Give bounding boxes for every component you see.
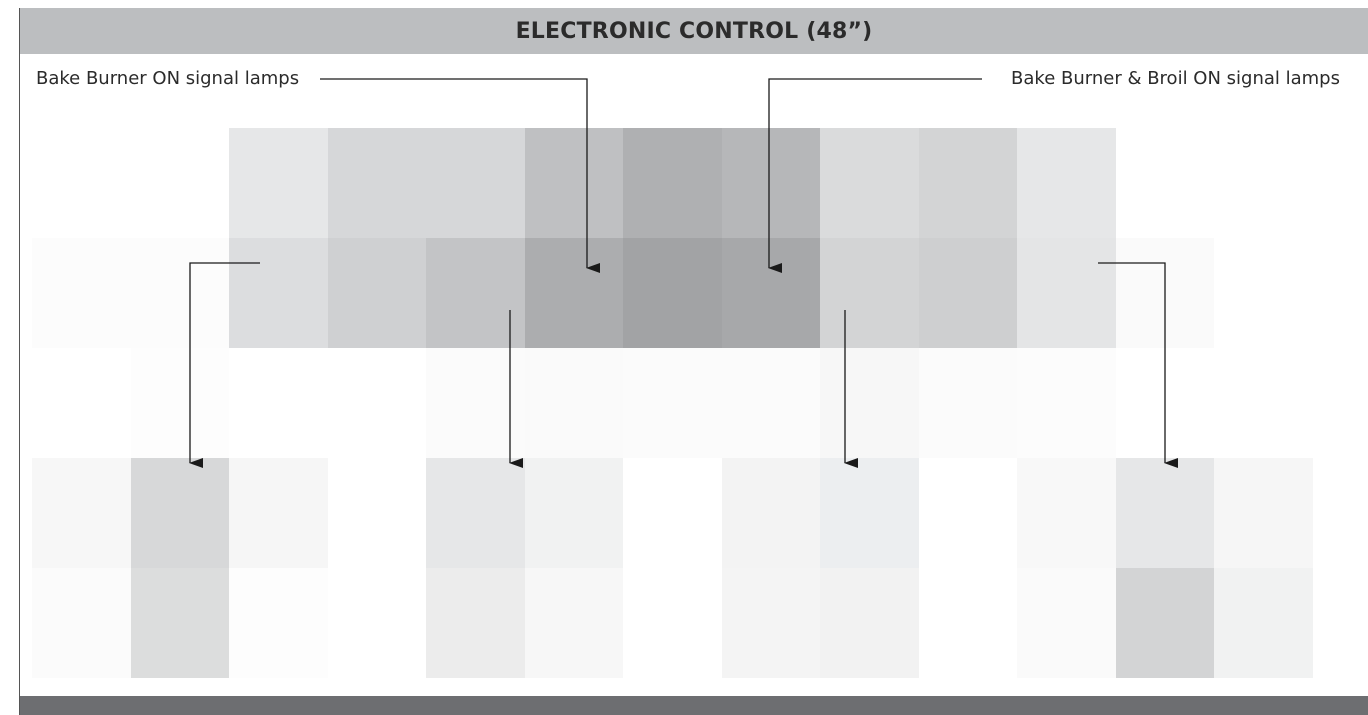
panel-tile (426, 458, 525, 568)
control-panel-image (32, 128, 1313, 678)
panel-tile (721, 458, 821, 568)
panel-tile (1017, 128, 1116, 238)
panel-tile (426, 128, 525, 238)
panel-tile (130, 128, 230, 238)
panel-tile (130, 238, 230, 348)
panel-tile (1017, 238, 1116, 348)
panel-tile (229, 238, 328, 348)
section-header: ELECTRONIC CONTROL (48”) (20, 8, 1368, 54)
panel-tile (1214, 458, 1313, 568)
panel-tile (1115, 458, 1215, 568)
panel-tile (327, 238, 427, 348)
panel-tile (229, 568, 328, 678)
panel-tile (426, 568, 525, 678)
panel-tile (820, 458, 919, 568)
panel-tile (820, 238, 919, 348)
panel-tile (1214, 238, 1313, 348)
panel-tile (327, 568, 427, 678)
panel-tile (327, 128, 427, 238)
panel-tile (918, 458, 1018, 568)
panel-tile (721, 128, 821, 238)
panel-tile (1115, 128, 1215, 238)
callout-bake-broil-on-lamps: Bake Burner & Broil ON signal lamps (1011, 68, 1340, 89)
panel-tile (820, 128, 919, 238)
panel-tile (524, 238, 624, 348)
panel-tile (327, 458, 427, 568)
panel-tile (524, 128, 624, 238)
panel-tile (1214, 568, 1313, 678)
panel-tile (623, 348, 722, 458)
panel-tile (130, 458, 230, 568)
panel-tile (721, 568, 821, 678)
panel-tile (918, 128, 1018, 238)
panel-tile (1115, 348, 1215, 458)
panel-tile (820, 568, 919, 678)
panel-tile (623, 568, 722, 678)
panel-tile (1115, 238, 1215, 348)
section-footer-bar (20, 696, 1368, 715)
panel-tile (918, 238, 1018, 348)
panel-tile (229, 458, 328, 568)
panel-tile (32, 348, 131, 458)
panel-tile (1017, 568, 1116, 678)
panel-tile (524, 458, 624, 568)
panel-tile (32, 238, 131, 348)
left-border-rule (19, 8, 20, 715)
panel-tile (1214, 348, 1313, 458)
panel-tile (32, 458, 131, 568)
panel-tile (623, 458, 722, 568)
panel-tile (1017, 458, 1116, 568)
panel-tile (229, 128, 328, 238)
panel-tile (327, 348, 427, 458)
panel-tile (623, 128, 722, 238)
callout-bake-burner-on-lamps: Bake Burner ON signal lamps (36, 68, 300, 89)
panel-tile (524, 348, 624, 458)
panel-tile (130, 348, 230, 458)
page-title: ELECTRONIC CONTROL (48”) (515, 18, 873, 44)
panel-tile (721, 238, 821, 348)
panel-tile (623, 238, 722, 348)
panel-tile (32, 568, 131, 678)
panel-tile (918, 568, 1018, 678)
panel-tile (1115, 568, 1215, 678)
panel-tile (32, 128, 131, 238)
panel-tile (229, 348, 328, 458)
panel-tile (130, 568, 230, 678)
panel-tile (426, 348, 525, 458)
panel-tile (1017, 348, 1116, 458)
panel-tile (524, 568, 624, 678)
panel-tile (1214, 128, 1313, 238)
panel-tile (820, 348, 919, 458)
panel-tile (721, 348, 821, 458)
panel-tile (426, 238, 525, 348)
panel-tile (918, 348, 1018, 458)
